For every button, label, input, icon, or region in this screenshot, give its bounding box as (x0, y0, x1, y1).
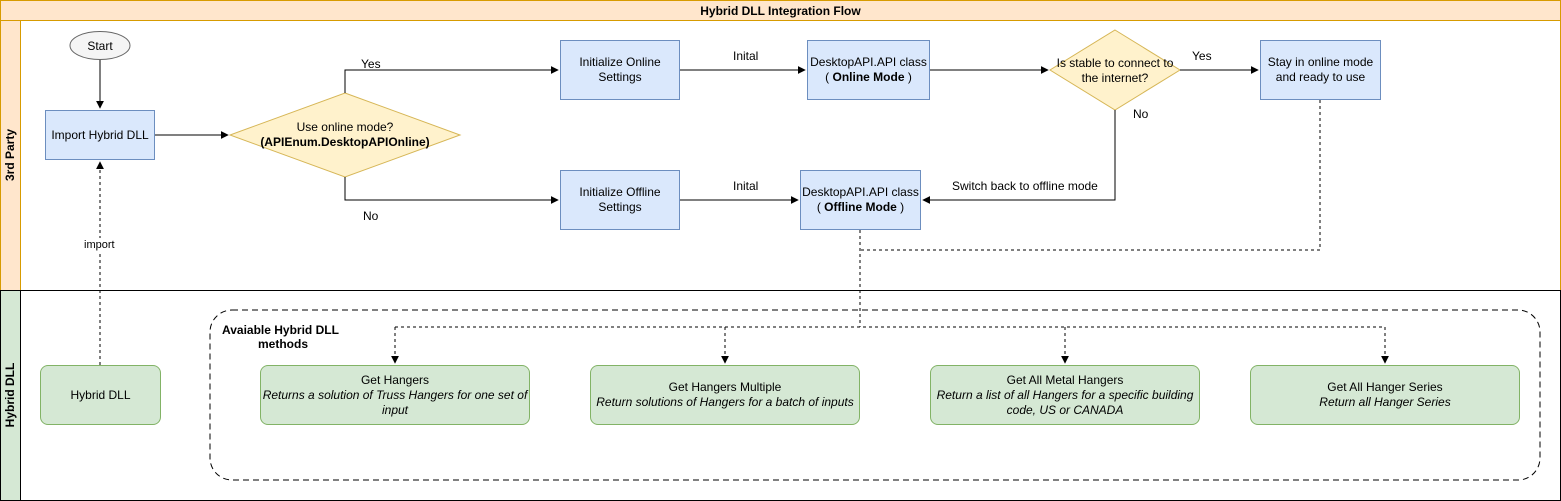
api-offline-mode: Offline Mode (824, 200, 897, 214)
decision-online-text: Use online mode? (APIEnum.DesktopAPIOnli… (240, 118, 450, 152)
methods-group-title-line2: methods (258, 337, 309, 351)
hybrid-dll-node: Hybrid DLL (40, 365, 161, 425)
edge-label-switch-back: Switch back to offline mode (952, 179, 1098, 193)
method-desc: Returns a solution of Truss Hangers for … (262, 387, 528, 402)
api-online-line2: ( Online Mode ) (825, 70, 912, 84)
start-node (69, 31, 131, 60)
method-name: Get Hangers Multiple (668, 380, 782, 394)
decision-online-line2: (APIEnum.DesktopAPIOnline) (260, 135, 430, 149)
hybrid-dll-label: Hybrid DLL (70, 387, 131, 402)
method-desc: Return all Hanger Series (1319, 395, 1451, 409)
api-offline-node: DesktopAPI.API class ( Offline Mode ) (800, 170, 921, 230)
decision-stable-line1: Is stable to connect to (1056, 56, 1174, 70)
import-hybrid-dll-label: Import Hybrid DLL (51, 127, 149, 142)
method-desc: code, US or CANADA (1006, 402, 1124, 417)
init-online-node: Initialize Online Settings (560, 40, 680, 100)
edge-label-yes-stable: Yes (1192, 49, 1212, 63)
edge-label-yes-top: Yes (361, 57, 381, 71)
edge-label-no-bottom: No (363, 209, 379, 223)
api-online-node: DesktopAPI.API class ( Online Mode ) (807, 40, 930, 100)
method-name: Get All Metal Hangers (1006, 372, 1124, 387)
method-desc: Return a list of all Hangers for a speci… (936, 387, 1194, 402)
api-offline-line1: DesktopAPI.API class (802, 185, 919, 199)
edge-yes-init-online (344, 66, 559, 93)
edge-label-no-stable: No (1133, 107, 1149, 121)
stay-online-line2: and ready to use (1275, 70, 1366, 84)
methods-group-container (209, 309, 1541, 481)
methods-group-title-line1: Avaiable Hybrid DLL (222, 323, 339, 337)
stay-online-line1: Stay in online mode (1267, 55, 1374, 69)
init-offline-node: Initialize Offline Settings (560, 170, 680, 230)
import-hybrid-dll-node: Import Hybrid DLL (45, 110, 155, 160)
method-get-all-metal-hangers: Get All Metal Hangers Return a list of a… (930, 365, 1200, 425)
method-name: Get All Hanger Series (1327, 380, 1443, 394)
method-get-hangers: Get Hangers Returns a solution of Truss … (260, 365, 530, 425)
api-offline-line2: ( Offline Mode ) (816, 200, 905, 214)
lane-title-hybrid-dll: Hybrid DLL (3, 362, 17, 428)
method-desc: input (381, 402, 409, 417)
api-online-mode: Online Mode (832, 70, 905, 84)
edge-stay-dashed (860, 100, 1321, 251)
method-name: Get Hangers (360, 372, 430, 387)
diagram-title: Hybrid DLL Integration Flow (700, 4, 861, 18)
init-online-line1: Initialize Online (579, 55, 661, 69)
api-online-line1: DesktopAPI.API class (810, 55, 927, 69)
init-offline-line2: Settings (598, 200, 642, 214)
init-online-line2: Settings (598, 70, 642, 84)
lane-title-3rd-party: 3rd Party (3, 128, 17, 182)
decision-online-line1: Use online mode? (296, 120, 394, 134)
decision-stable-line2: the internet? (1081, 71, 1149, 85)
method-desc: Return solutions of Hangers for a batch … (596, 395, 854, 409)
method-get-all-hanger-series: Get All Hanger Series Return all Hanger … (1250, 365, 1520, 425)
start-label: Start (87, 39, 113, 53)
method-get-hangers-multiple: Get Hangers Multiple Return solutions of… (590, 365, 860, 425)
decision-stable-text: Is stable to connect to the internet? (1045, 55, 1185, 87)
edge-label-inital-offline: Inital (733, 179, 759, 193)
stay-online-node: Stay in online mode and ready to use (1260, 40, 1381, 100)
edge-no-init-offline (344, 177, 559, 204)
edge-label-inital-online: Inital (733, 49, 759, 63)
init-offline-line1: Initialize Offline (579, 185, 661, 199)
edge-api-methods-trunk (395, 230, 1385, 328)
edge-label-import: import (82, 238, 117, 252)
edge-stable-no-offline (922, 110, 1116, 204)
